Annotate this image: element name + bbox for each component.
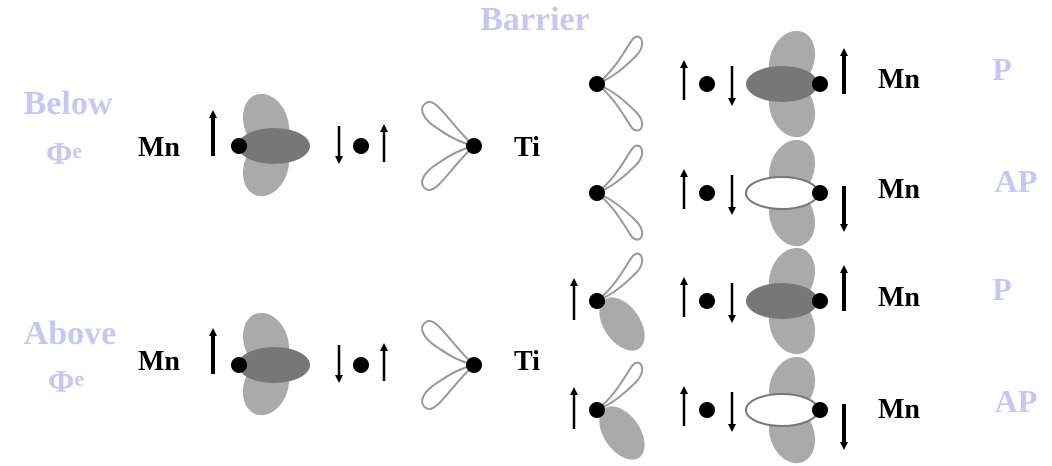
row-4-exchange-site xyxy=(684,390,732,428)
below-label: Below xyxy=(24,85,113,122)
ti-atom-dot xyxy=(589,185,605,201)
row-1-barrier-ti-orbital xyxy=(589,37,642,131)
row-2-barrier-ti-orbital xyxy=(589,146,642,240)
mn-label-row1: Mn xyxy=(878,64,920,95)
mn-atom-dot xyxy=(231,138,247,154)
below-phi-label: Φe xyxy=(46,135,83,171)
mn-orbital-below xyxy=(231,87,310,202)
p-label-row3: P xyxy=(992,271,1012,307)
atom-dot xyxy=(699,402,715,418)
row-2-mn-orbital xyxy=(746,133,828,252)
p-label-row1: P xyxy=(992,51,1012,87)
row-4-mn-orbital xyxy=(746,350,828,466)
mn-label-row4: Mn xyxy=(878,394,920,425)
ti-atom-dot xyxy=(466,357,482,373)
ti-label-below: Ti xyxy=(514,132,540,163)
mn-orbital-core-outline xyxy=(746,177,818,209)
ti-atom-dot xyxy=(589,402,605,418)
ti-label-above: Ti xyxy=(514,346,540,377)
mn-orbital-core-outline xyxy=(746,394,818,426)
ti-orbital-above xyxy=(422,321,482,409)
above-phi-label: Φe xyxy=(48,363,85,399)
row-3-mn-orbital xyxy=(746,241,828,360)
atom-dot xyxy=(699,185,715,201)
ti-atom-dot xyxy=(589,293,605,309)
above-label: Above xyxy=(24,315,117,352)
mn-orbital-core xyxy=(746,283,818,319)
ti-orbital-outline-top xyxy=(597,363,642,410)
mn-orbital-core xyxy=(238,347,310,383)
row-4-barrier-ti-orbital xyxy=(589,363,654,466)
atom-dot xyxy=(353,138,369,154)
atom-dot xyxy=(699,293,715,309)
mn-atom-dot xyxy=(812,185,828,201)
mn-atom-dot xyxy=(231,357,247,373)
row-1-exchange-site xyxy=(684,64,732,102)
exchange-site-below xyxy=(339,126,384,162)
mn-atom-dot xyxy=(812,402,828,418)
ti-orbital-outline-top xyxy=(597,254,642,301)
ti-atom-dot xyxy=(589,76,605,92)
ti-orbital-below xyxy=(422,102,482,190)
mn-orbital-above xyxy=(231,306,310,421)
mn-label-row3: Mn xyxy=(878,282,920,313)
atom-dot xyxy=(699,76,715,92)
barrier-label: Barrier xyxy=(480,1,590,38)
mn-atom-dot xyxy=(812,293,828,309)
mn-label-row2: Mn xyxy=(878,174,920,205)
ap-label-row2: AP xyxy=(995,163,1038,199)
mn-label-above: Mn xyxy=(138,346,180,377)
mn-orbital-core xyxy=(238,128,310,164)
exchange-site-above xyxy=(339,345,384,381)
row-3-barrier-ti-orbital xyxy=(589,254,654,359)
row-3-exchange-site xyxy=(684,281,732,319)
row-2-exchange-site xyxy=(684,173,732,211)
ti-atom-dot xyxy=(466,138,482,154)
atom-dot xyxy=(353,357,369,373)
above-phi-superscript: e xyxy=(74,366,84,391)
mn-atom-dot xyxy=(812,76,828,92)
ap-label-row4: AP xyxy=(995,383,1038,419)
row-1-mn-orbital xyxy=(746,24,828,143)
mn-orbital-core xyxy=(746,66,818,102)
mn-label-below: Mn xyxy=(138,132,180,163)
below-phi-superscript: e xyxy=(72,138,82,163)
